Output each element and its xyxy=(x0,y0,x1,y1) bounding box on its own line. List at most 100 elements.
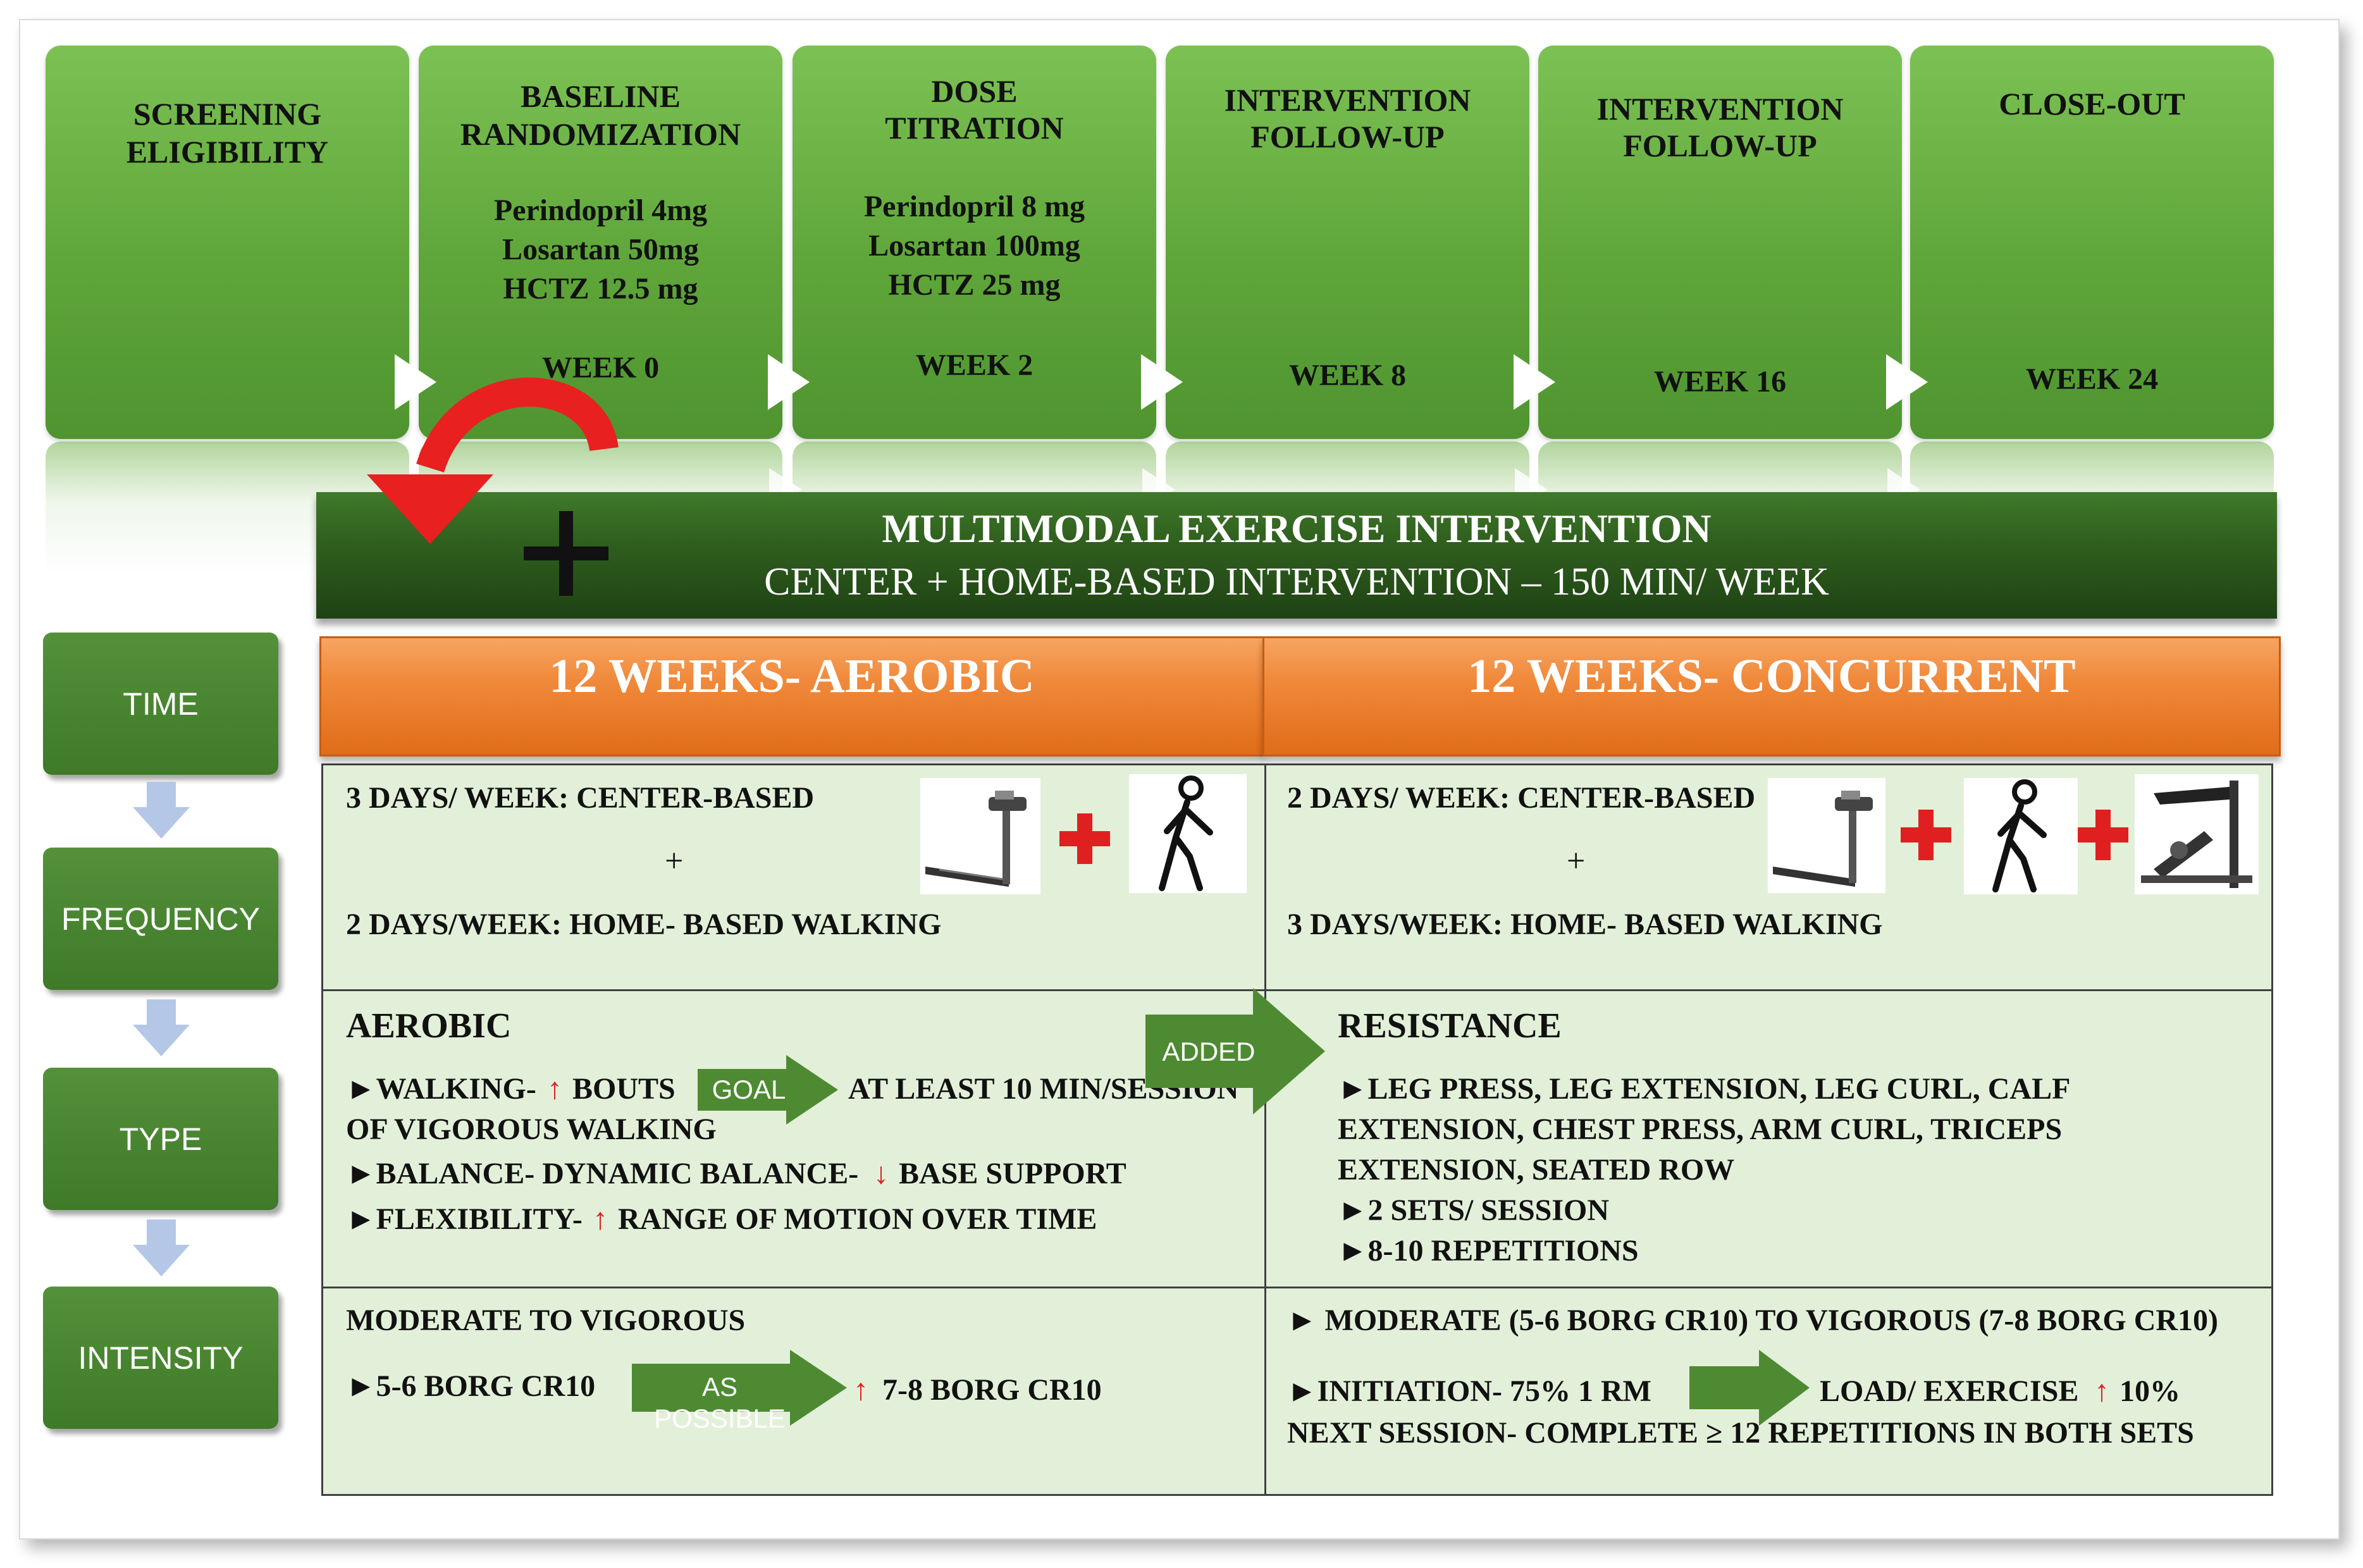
type-flexibility-range: RANGE OF MOTION OVER TIME xyxy=(618,1202,1097,1236)
red-plus-icon xyxy=(1901,810,1951,860)
intensity-concurrent-level: ► MODERATE (5-6 BORG CR10) TO VIGOROUS (… xyxy=(1287,1304,2219,1337)
added-arrow-icon xyxy=(1145,988,1325,1114)
goal-label: GOAL xyxy=(712,1075,786,1104)
arrow-down-icon xyxy=(133,1219,190,1276)
stage-week: WEEK 0 xyxy=(541,351,660,385)
stage-screening: SCREENING ELIGIBILITY xyxy=(46,46,409,439)
type-resistance-heading: RESISTANCE xyxy=(1338,1006,1562,1046)
chevron-right-icon xyxy=(395,354,436,410)
stage-week: WEEK 16 xyxy=(1653,365,1787,398)
stage-title-line: INTERVENTION xyxy=(1596,91,1844,127)
increase-arrow-icon: ↑ xyxy=(593,1202,608,1236)
intervention-band: MULTIMODAL EXERCISE INTERVENTION CENTER … xyxy=(316,492,2277,619)
intensity-concurrent-next: NEXT SESSION- COMPLETE ≥ 12 REPETITIONS … xyxy=(1287,1416,2194,1450)
type-resistance-line: ►2 SETS/ SESSION xyxy=(1338,1194,1610,1227)
chevron-right-icon xyxy=(1886,354,1928,410)
label-time: TIME xyxy=(43,633,278,775)
type-aerobic-heading: AEROBIC xyxy=(346,1006,512,1046)
label-frequency: FREQUENCY xyxy=(43,848,278,990)
walking-person-icon xyxy=(1964,778,2078,894)
stage-title-line: BASELINE xyxy=(521,78,681,114)
frequency-aerobic-center: 3 DAYS/ WEEK: CENTER-BASED xyxy=(346,781,815,815)
decrease-arrow-icon: ↓ xyxy=(873,1157,889,1190)
frequency-aerobic-home: 2 DAYS/WEEK: HOME- BASED WALKING xyxy=(346,908,942,941)
stage-title-line: CLOSE-OUT xyxy=(1999,86,2185,121)
stage-baseline: BASELINE RANDOMIZATION Perindopril 4mg L… xyxy=(419,46,782,439)
label-type: TYPE xyxy=(43,1068,278,1210)
stage-week: WEEK 8 xyxy=(1288,359,1407,392)
type-resistance-line: EXTENSION, SEATED ROW xyxy=(1338,1153,1735,1187)
type-flexibility-label: ►FLEXIBILITY- xyxy=(346,1202,583,1236)
frequency-concurrent-home: 3 DAYS/WEEK: HOME- BASED WALKING xyxy=(1287,908,1883,941)
stage-title-line: ELIGIBILITY xyxy=(126,134,329,170)
frequency-plus: + xyxy=(665,843,684,879)
stage-title-line: FOLLOW-UP xyxy=(1623,128,1817,163)
stage-week: WEEK 24 xyxy=(2025,362,2159,396)
intensity-aerobic-level: MODERATE TO VIGOROUS xyxy=(346,1304,746,1337)
red-plus-icon xyxy=(1059,813,1110,864)
type-resistance-line: ►8-10 REPETITIONS xyxy=(1338,1234,1639,1268)
drug-dose: Perindopril 4mg xyxy=(493,194,708,227)
leg-press-machine-icon xyxy=(2135,774,2259,894)
type-resistance-line: ►LEG PRESS, LEG EXTENSION, LEG CURL, CAL… xyxy=(1338,1072,2071,1106)
type-walking-bouts: BOUTS xyxy=(572,1072,676,1106)
red-plus-icon xyxy=(2078,810,2128,860)
as-possible-label: AS POSSIBLE xyxy=(654,1372,786,1433)
table-divider xyxy=(323,1287,2271,1288)
stage-title-line: RANDOMIZATION xyxy=(460,116,741,152)
stage-title-line: FOLLOW-UP xyxy=(1250,119,1445,154)
stage-title-line: DOSE xyxy=(931,73,1018,109)
arrow-down-icon xyxy=(133,782,190,839)
phase-aerobic-header: 12 WEEKS- AEROBIC xyxy=(319,636,1264,756)
progression-arrow-icon xyxy=(1689,1350,1810,1426)
intensity-concurrent-pct: 10% xyxy=(2119,1374,2180,1408)
increase-arrow-icon: ↑ xyxy=(2094,1374,2109,1408)
stage-title-line: INTERVENTION xyxy=(1224,82,1471,118)
drug-dose: Losartan 100mg xyxy=(868,229,1080,262)
arrow-down-icon xyxy=(133,999,190,1056)
added-label: ADDED xyxy=(1162,1037,1256,1066)
type-balance-label: ►BALANCE- DYNAMIC BALANCE- xyxy=(346,1157,859,1190)
plus-icon xyxy=(524,511,608,596)
intensity-concurrent-load: LOAD/ EXERCISE xyxy=(1820,1374,2079,1408)
increase-arrow-icon: ↑ xyxy=(547,1072,562,1106)
intervention-title: MULTIMODAL EXERCISE INTERVENTION xyxy=(882,506,1712,551)
drug-dose: Perindopril 8 mg xyxy=(863,190,1085,223)
drug-dose: Losartan 50mg xyxy=(502,233,699,266)
type-balance-support: BASE SUPPORT xyxy=(899,1157,1126,1190)
stage-followup-8: INTERVENTION FOLLOW-UP WEEK 8 xyxy=(1166,46,1529,439)
drug-dose: HCTZ 25 mg xyxy=(888,268,1061,302)
stage-titration: DOSE TITRATION Perindopril 8 mg Losartan… xyxy=(793,46,1156,439)
stage-followup-16: INTERVENTION FOLLOW-UP WEEK 16 xyxy=(1538,46,1902,439)
frequency-concurrent-center: 2 DAYS/ WEEK: CENTER-BASED xyxy=(1287,781,1756,815)
chevron-right-icon xyxy=(1514,354,1555,410)
treadmill-icon xyxy=(1768,778,1885,893)
stage-title-line: TITRATION xyxy=(885,110,1064,145)
walking-person-icon xyxy=(1129,774,1247,893)
curved-arrow-icon xyxy=(367,377,619,544)
phase-concurrent-header: 12 WEEKS- CONCURRENT xyxy=(1262,636,2281,756)
label-intensity: INTENSITY xyxy=(43,1287,278,1429)
exercise-table: 3 DAYS/ WEEK: CENTER-BASED + 2 DAYS/WEEK… xyxy=(321,763,2273,1496)
table-divider xyxy=(1264,765,1266,1494)
intensity-aerobic-start: ►5-6 BORG CR10 xyxy=(346,1369,596,1403)
goal-arrow-icon xyxy=(698,1055,838,1125)
chevron-right-icon xyxy=(768,354,810,410)
stage-title-line: SCREENING xyxy=(133,96,322,132)
chevron-right-icon xyxy=(1141,354,1183,410)
as-possible-arrow-icon xyxy=(632,1350,847,1426)
frequency-plus: + xyxy=(1567,843,1586,879)
treadmill-icon xyxy=(920,778,1040,894)
table-divider xyxy=(323,989,2271,991)
type-resistance-line: EXTENSION, CHEST PRESS, ARM CURL, TRICEP… xyxy=(1338,1113,2063,1146)
type-walking-vigorous: OF VIGOROUS WALKING xyxy=(346,1113,717,1146)
type-walking-label: ►WALKING- xyxy=(346,1072,536,1106)
stage-closeout: CLOSE-OUT WEEK 24 xyxy=(1910,46,2274,439)
intervention-subtitle: CENTER + HOME-BASED INTERVENTION – 150 M… xyxy=(764,560,1829,603)
intensity-aerobic-end: 7-8 BORG CR10 xyxy=(882,1373,1102,1407)
intensity-concurrent-init: ►INITIATION- 75% 1 RM xyxy=(1287,1374,1651,1408)
increase-arrow-icon: ↑ xyxy=(853,1373,868,1407)
stage-week: WEEK 2 xyxy=(915,349,1033,382)
drug-dose: HCTZ 12.5 mg xyxy=(503,272,698,306)
